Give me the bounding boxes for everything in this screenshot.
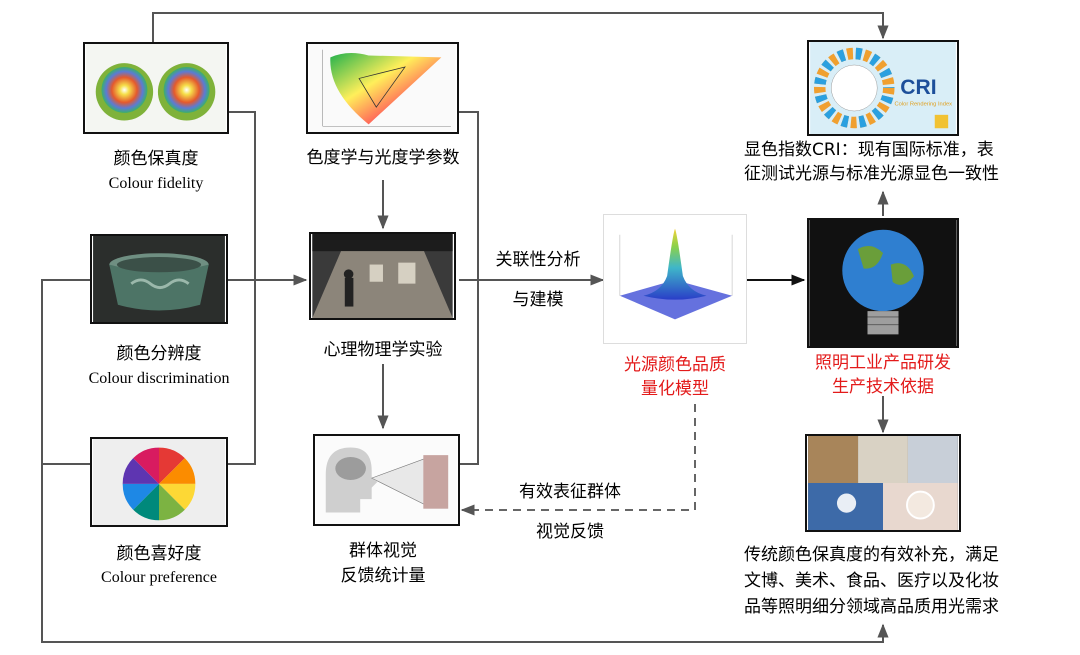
experiment-label: 心理物理学实验 xyxy=(323,340,443,360)
discrimination-label-zh: 颜色分辨度 xyxy=(116,344,202,364)
feedback-label-line2: 视觉反馈 xyxy=(536,522,604,542)
lighting-applications-collage-image xyxy=(805,434,961,532)
cri-logo-image: CRI Color Rendering Index xyxy=(807,40,959,136)
model-label-line1: 光源颜色品质 xyxy=(624,355,726,375)
citrus-colour-wheel-image xyxy=(83,42,229,134)
fidelity-to-cri-line xyxy=(152,12,889,44)
cri-logo-text: CRI xyxy=(900,76,936,99)
conclusion-line2: 文博、美术、食品、医疗以及化妆 xyxy=(744,571,999,591)
model-feedback-dashed-arrow xyxy=(460,404,696,516)
cri-description-line2: 征测试光源与标准光源显色一致性 xyxy=(744,164,999,184)
feedback-label-line1: 有效表征群体 xyxy=(519,482,621,502)
cri-description-line1: 显色指数CRI：现有国际标准，表 xyxy=(744,140,994,160)
model-label-line2: 量化模型 xyxy=(641,379,709,399)
colour-umbrella-image xyxy=(90,437,228,527)
preference-label-en: Colour preference xyxy=(101,569,217,586)
ceramic-bowl-image xyxy=(90,234,228,324)
gallery-experiment-image xyxy=(309,232,456,320)
fidelity-label-zh: 颜色保真度 xyxy=(113,149,199,169)
analysis-label-line1: 关联性分析 xyxy=(495,250,581,270)
preference-label-zh: 颜色喜好度 xyxy=(116,544,202,564)
industry-label-line1: 照明工业产品研发 xyxy=(815,353,951,373)
fidelity-label-en: Colour fidelity xyxy=(108,175,204,192)
analysis-label-line2: 与建模 xyxy=(512,290,564,310)
3d-surface-plot-image xyxy=(603,214,747,344)
params-label: 色度学与光度学参数 xyxy=(306,148,460,168)
fidelity-bracket-line xyxy=(228,111,256,465)
cri-logo-subtext: Color Rendering Index xyxy=(895,101,953,107)
conclusion-line1: 传统颜色保真度的有效补充，满足 xyxy=(744,545,999,565)
visual-perception-image xyxy=(313,434,460,526)
stats-label-line1: 群体视觉 xyxy=(349,541,417,561)
discrimination-label-en: Colour discrimination xyxy=(88,370,230,387)
params-bracket-line xyxy=(459,111,479,465)
chromaticity-diagram-image xyxy=(306,42,459,134)
earth-lightbulb-image xyxy=(807,218,959,348)
attributes-to-conclusion-line xyxy=(41,279,889,643)
stats-label-line2: 反馈统计量 xyxy=(340,566,426,586)
conclusion-line3: 品等照明细分领域高品质用光需求 xyxy=(744,597,999,617)
industry-label-line2: 生产技术依据 xyxy=(832,377,934,397)
